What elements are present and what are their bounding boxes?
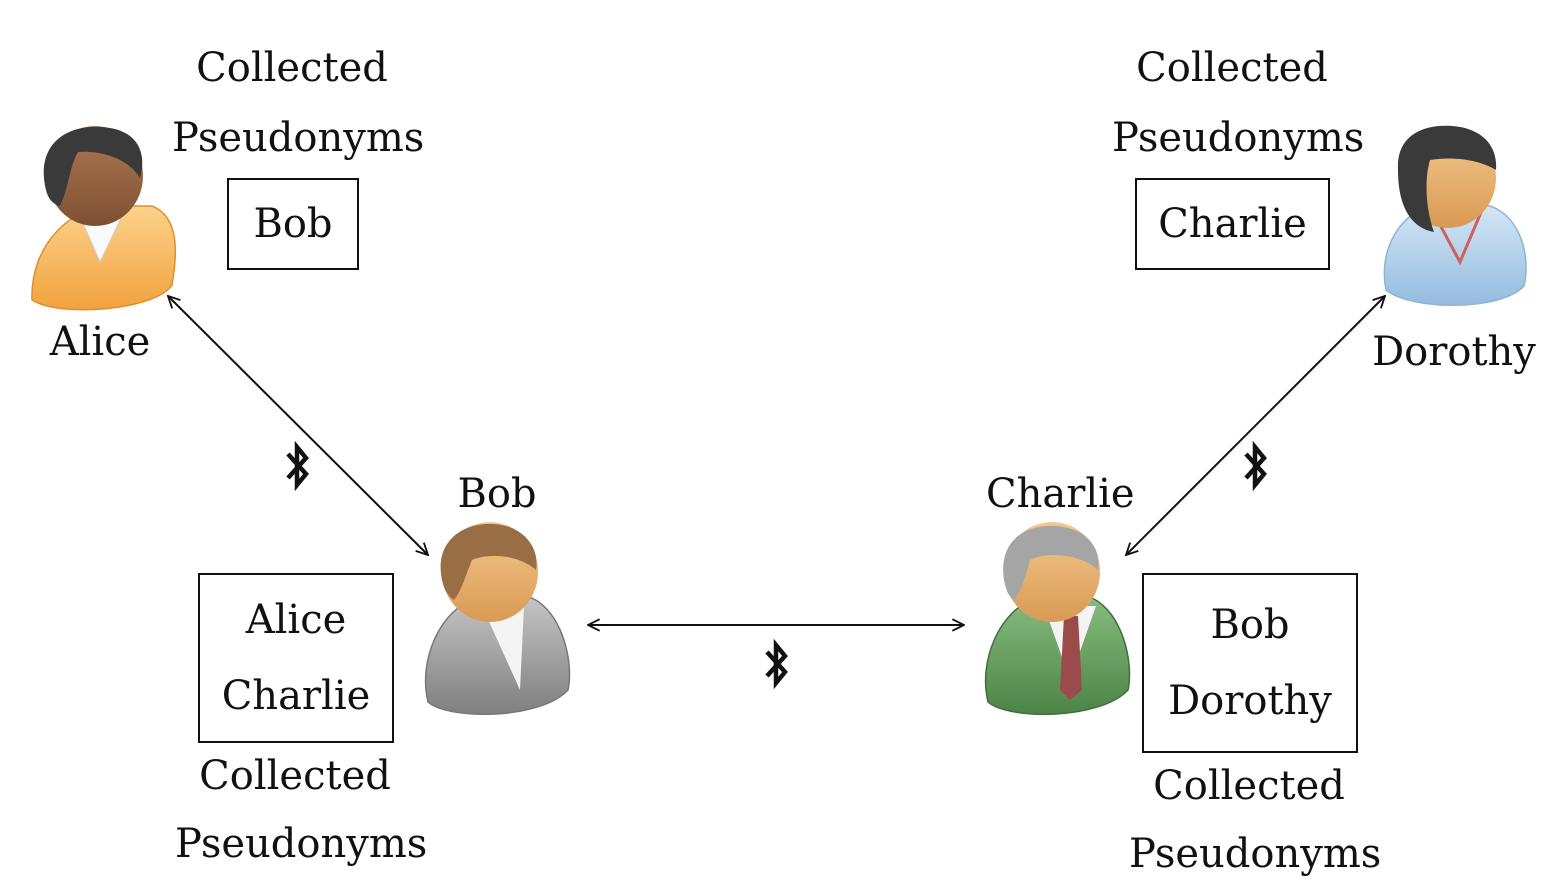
bob-pseudonym-box: Alice Charlie — [198, 573, 394, 743]
alice-collected-title: Pseudonyms — [172, 115, 425, 161]
charlie-collected-title: Collected — [1153, 763, 1345, 809]
alice-collected-title: Collected — [196, 45, 388, 91]
dorothy-name-label: Dorothy — [1372, 329, 1536, 375]
dorothy-pseudonym-box: Charlie — [1135, 178, 1330, 270]
alice-avatar-icon — [31, 126, 177, 311]
dorothy-collected-title: Pseudonyms — [1112, 115, 1365, 161]
dorothy-avatar-icon — [1383, 125, 1527, 306]
link-alice-bob — [168, 296, 428, 555]
link-charlie-dorothy — [1126, 296, 1385, 555]
pseudonym-entry: Dorothy — [1168, 678, 1332, 724]
bluetooth-icon — [1244, 440, 1267, 492]
bob-collected-title: Collected — [199, 753, 391, 799]
bob-collected-title: Pseudonyms — [175, 821, 428, 867]
bluetooth-icon — [286, 440, 309, 492]
pseudonym-entry: Bob — [253, 201, 333, 247]
charlie-avatar-icon — [984, 522, 1131, 715]
bob-avatar-icon — [424, 522, 571, 715]
charlie-name-label: Charlie — [986, 471, 1135, 517]
pseudonym-entry: Charlie — [221, 673, 371, 719]
pseudonym-entry: Bob — [1210, 602, 1290, 648]
bob-name-label: Bob — [457, 471, 537, 517]
dorothy-collected-title: Collected — [1136, 45, 1328, 91]
pseudonym-entry: Charlie — [1158, 201, 1307, 247]
charlie-pseudonym-box: Bob Dorothy — [1142, 573, 1358, 753]
alice-name-label: Alice — [49, 319, 151, 365]
bluetooth-icon — [765, 638, 788, 690]
alice-pseudonym-box: Bob — [227, 178, 359, 270]
pseudonym-entry: Alice — [245, 597, 347, 643]
charlie-collected-title: Pseudonyms — [1129, 831, 1382, 877]
